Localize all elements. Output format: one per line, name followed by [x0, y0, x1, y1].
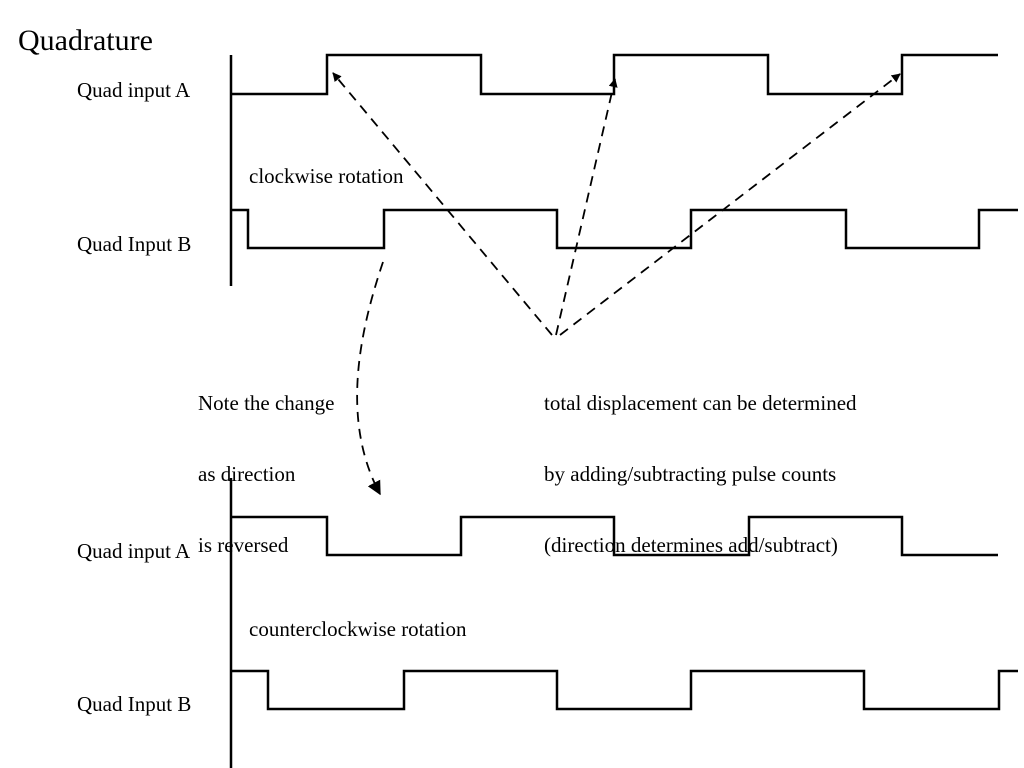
clockwise-signal-b-label: Quad Input B: [77, 232, 192, 256]
counterclockwise-signal-b-label: Quad Input B: [77, 692, 192, 716]
counterclockwise-signal-b-waveform: [231, 669, 1018, 711]
displacement-note-line: total displacement can be determined: [544, 391, 857, 415]
displacement-arrow-3: [559, 73, 901, 336]
counterclockwise-caption: counterclockwise rotation: [249, 617, 467, 641]
displacement-note-line: (direction determines add/subtract): [544, 533, 838, 557]
direction-change-arrow: [356, 261, 384, 496]
direction-change-note-line: Note the change: [198, 391, 335, 415]
direction-change-note: Note the change as direction is reversed: [198, 347, 334, 581]
clockwise-signal-a-label: Quad input A: [77, 78, 191, 102]
counterclockwise-signal-a-waveform: [231, 515, 998, 557]
displacement-arrow-2: [555, 78, 618, 336]
direction-change-note-line: as direction: [198, 462, 296, 486]
clockwise-signal-b-waveform: [231, 208, 1018, 250]
displacement-note-line: by adding/subtracting pulse counts: [544, 462, 837, 486]
clockwise-signal-a-waveform: [231, 53, 998, 96]
displacement-arrow-1: [332, 72, 553, 336]
displacement-note: total displacement can be determined by …: [544, 347, 857, 581]
clockwise-caption: clockwise rotation: [249, 164, 404, 188]
counterclockwise-signal-a-label: Quad input A: [77, 539, 191, 563]
page-title: Quadrature: [18, 24, 153, 57]
direction-change-note-line: is reversed: [198, 533, 289, 557]
